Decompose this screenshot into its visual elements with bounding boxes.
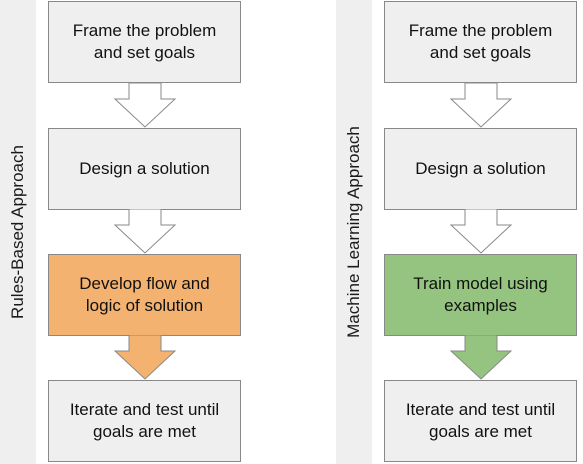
machine-learning-flow: Machine Learning Approach Frame the prob… bbox=[336, 0, 579, 464]
step-develop-flow: Develop flow and logic of solution bbox=[48, 254, 241, 336]
step-text: Design a solution bbox=[415, 159, 546, 178]
step-text: Design a solution bbox=[79, 159, 210, 178]
step-text: Frame the problem and set goals bbox=[72, 21, 217, 62]
step-text: Frame the problem and set goals bbox=[408, 21, 553, 62]
down-arrow-icon bbox=[449, 209, 513, 254]
down-arrow-icon bbox=[113, 83, 177, 128]
rules-based-label: Rules-Based Approach bbox=[8, 145, 27, 319]
down-arrow-icon bbox=[449, 83, 513, 128]
step-design-solution: Design a solution bbox=[48, 128, 241, 210]
step-design-solution: Design a solution bbox=[384, 128, 577, 210]
machine-learning-sidebar: Machine Learning Approach bbox=[336, 0, 372, 464]
step-text: Iterate and test until goals are met bbox=[405, 400, 556, 441]
step-text: Develop flow and logic of solution bbox=[79, 274, 210, 315]
step-iterate-test: Iterate and test until goals are met bbox=[48, 380, 241, 462]
rules-based-sidebar: Rules-Based Approach bbox=[0, 0, 36, 464]
step-text: Train model using examples bbox=[413, 274, 548, 315]
down-arrow-icon bbox=[449, 335, 513, 380]
machine-learning-label: Machine Learning Approach bbox=[344, 126, 363, 338]
step-frame-problem: Frame the problem and set goals bbox=[48, 1, 241, 83]
down-arrow-icon bbox=[113, 335, 177, 380]
step-train-model: Train model using examples bbox=[384, 254, 577, 336]
down-arrow-icon bbox=[113, 209, 177, 254]
step-text: Iterate and test until goals are met bbox=[69, 400, 220, 441]
rules-based-flow: Rules-Based Approach Frame the problem a… bbox=[0, 0, 243, 464]
step-iterate-test: Iterate and test until goals are met bbox=[384, 380, 577, 462]
step-frame-problem: Frame the problem and set goals bbox=[384, 1, 577, 83]
